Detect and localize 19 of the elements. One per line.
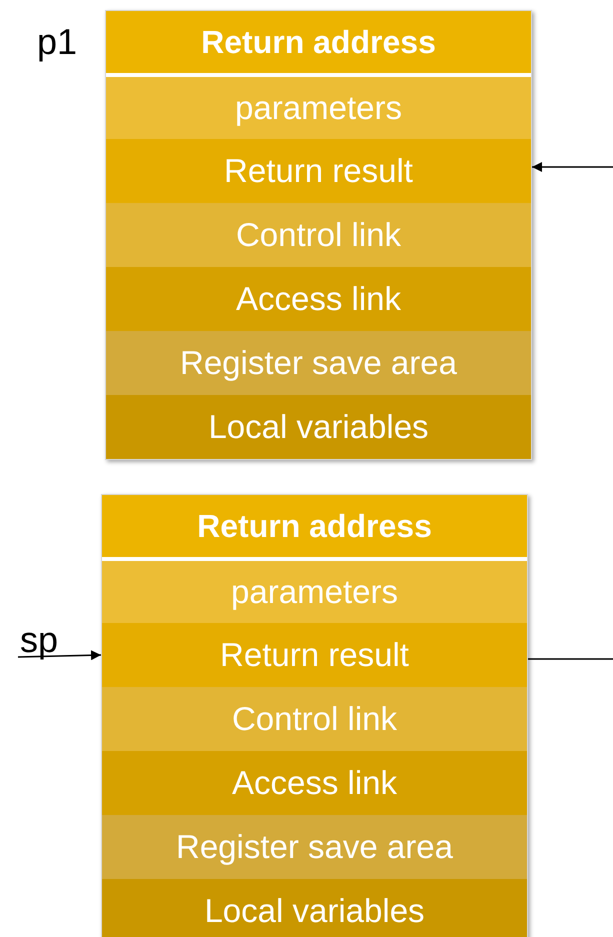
record-header: Return address <box>102 495 527 561</box>
frame-label: p1 <box>37 20 78 64</box>
pointer-label: sp <box>20 618 58 662</box>
record-row: Return result <box>102 623 527 687</box>
record-header: Return address <box>106 11 531 77</box>
arrow <box>532 162 613 172</box>
record-row: Control link <box>102 687 527 751</box>
arrow <box>18 650 102 660</box>
record-row: parameters <box>106 77 531 139</box>
record-row: Access link <box>102 751 527 815</box>
record-row: Local variables <box>106 395 531 459</box>
record-row: Register save area <box>102 815 527 879</box>
connector-line <box>528 658 613 660</box>
record-row: Register save area <box>106 331 531 395</box>
record-row: Return result <box>106 139 531 203</box>
record-row: Local variables <box>102 879 527 937</box>
record-row: parameters <box>102 561 527 623</box>
record-row: Control link <box>106 203 531 267</box>
record-row: Access link <box>106 267 531 331</box>
